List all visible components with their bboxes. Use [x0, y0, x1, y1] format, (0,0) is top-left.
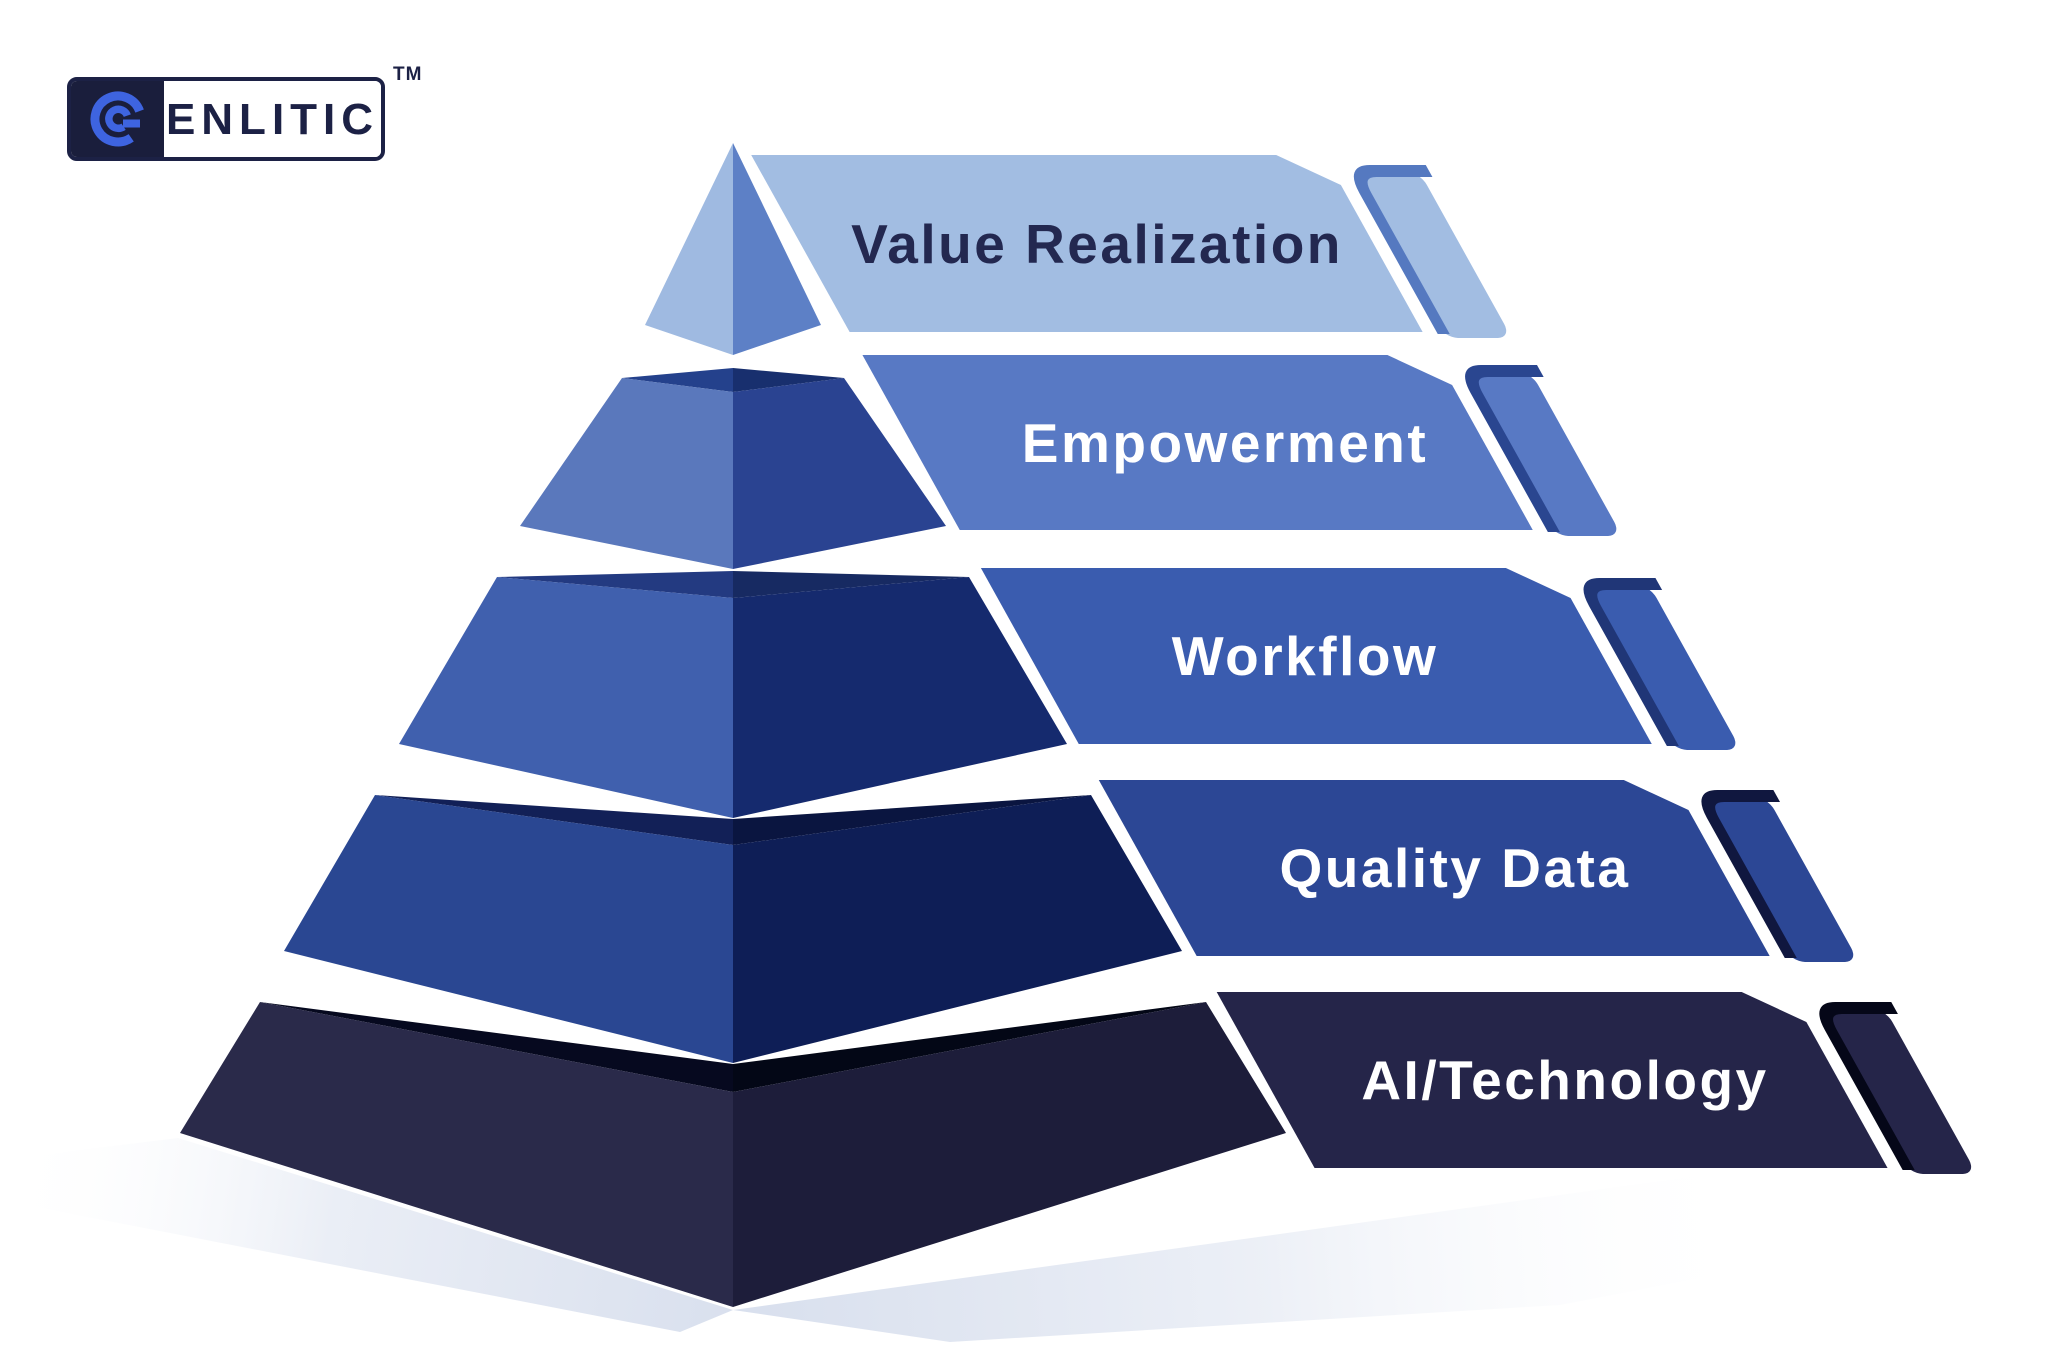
- brand-wordmark: ENLITIC: [164, 81, 381, 157]
- band-label-empowerment: Empowerment: [1022, 412, 1428, 474]
- band-tab-accent: [1701, 790, 1797, 958]
- face-right: [733, 143, 821, 355]
- pyramid: [180, 143, 1286, 1307]
- band-ai-technology: [1216, 992, 1972, 1174]
- pyramid-level-5: [180, 1002, 1286, 1307]
- face-right: [733, 378, 946, 569]
- band-tab: [1822, 1008, 1972, 1174]
- band-tab-accent: [1819, 1002, 1915, 1170]
- band-body: [751, 155, 1423, 332]
- top-face-left: [622, 368, 733, 392]
- band-tab-accent: [1353, 165, 1450, 334]
- pyramid-level-1: [645, 143, 821, 355]
- floor-shadow: [0, 1138, 1900, 1342]
- floor-shadow-left: [0, 1138, 733, 1332]
- face-left: [645, 143, 733, 355]
- band-tab: [1704, 796, 1854, 962]
- band-label-workflow: Workflow: [1172, 625, 1438, 687]
- band-value-realization: [751, 155, 1507, 338]
- band-label-quality-data: Quality Data: [1280, 837, 1631, 899]
- band-body: [980, 568, 1652, 744]
- band-tab: [1468, 371, 1617, 536]
- band-workflow: [980, 568, 1736, 750]
- face-left: [284, 795, 733, 1063]
- face-left: [180, 1002, 733, 1307]
- band-body: [1098, 780, 1770, 956]
- band-tab-accent: [1465, 365, 1560, 532]
- band-body: [1216, 992, 1888, 1168]
- band-tab-accent: [1583, 578, 1679, 746]
- band-quality-data: [1098, 780, 1854, 962]
- enlitic-logo: ENLITIC: [67, 77, 385, 161]
- band-empowerment: [862, 355, 1617, 536]
- band-tab: [1586, 584, 1736, 750]
- face-left: [520, 378, 733, 569]
- face-right: [733, 577, 1067, 818]
- trademark-symbol: TM: [393, 64, 423, 85]
- top-face-right: [733, 571, 969, 598]
- label-bands: [751, 155, 1972, 1174]
- pyramid-level-3: [399, 571, 1067, 818]
- face-right: [733, 1002, 1286, 1307]
- top-face-right: [733, 368, 844, 392]
- pyramid-level-2: [520, 368, 946, 569]
- enlitic-e-icon: [90, 91, 144, 147]
- band-labels: Value RealizationEmpowermentWorkflowQual…: [851, 213, 1768, 1111]
- enlitic-logo-mark: [71, 81, 164, 157]
- floor-shadow-right: [733, 1170, 1900, 1342]
- band-label-ai-technology: AI/Technology: [1361, 1049, 1768, 1111]
- face-right: [733, 795, 1182, 1063]
- pyramid-level-4: [284, 795, 1182, 1063]
- face-left: [399, 577, 733, 818]
- band-body: [862, 355, 1533, 530]
- band-tab: [1356, 171, 1507, 338]
- top-face-left: [497, 571, 733, 598]
- band-label-value-realization: Value Realization: [851, 213, 1343, 275]
